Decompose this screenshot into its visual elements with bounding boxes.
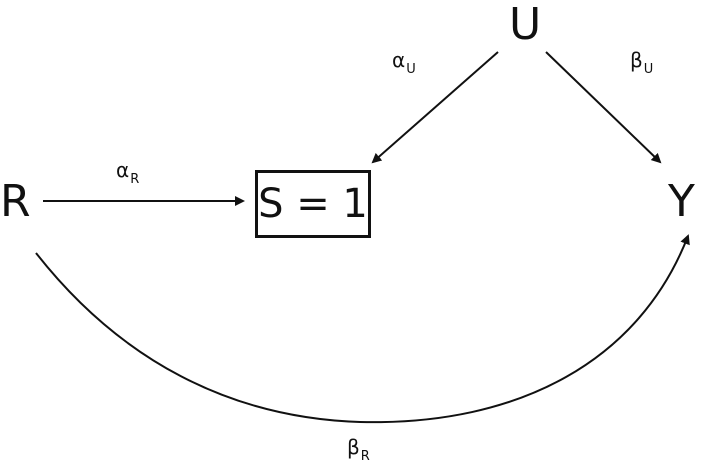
label-r-to-y: βR [347, 435, 370, 463]
label-r-to-y-symbol: β [347, 435, 360, 459]
label-u-to-y-subscript: U [643, 62, 654, 77]
label-r-to-s-subscript: R [130, 172, 140, 187]
node-s-box: S = 1 [255, 170, 371, 238]
label-u-to-y-symbol: β [630, 48, 643, 72]
edge-r-to-y [35, 234, 690, 424]
label-r-to-y-subscript: R [360, 449, 370, 464]
label-u-to-y: βU [630, 48, 653, 76]
node-r: R [0, 176, 31, 227]
label-u-to-s-subscript: U [406, 62, 416, 77]
node-s-label: S = 1 [258, 181, 368, 227]
node-y: Y [668, 176, 695, 227]
edge-u-to-y [545, 51, 662, 164]
label-u-to-s: αU [392, 48, 416, 76]
label-u-to-s-symbol: α [392, 48, 406, 72]
label-r-to-s-symbol: α [116, 158, 130, 182]
node-u: U [509, 0, 542, 50]
label-r-to-s: αR [116, 158, 139, 186]
edge-u-to-s [371, 51, 499, 164]
